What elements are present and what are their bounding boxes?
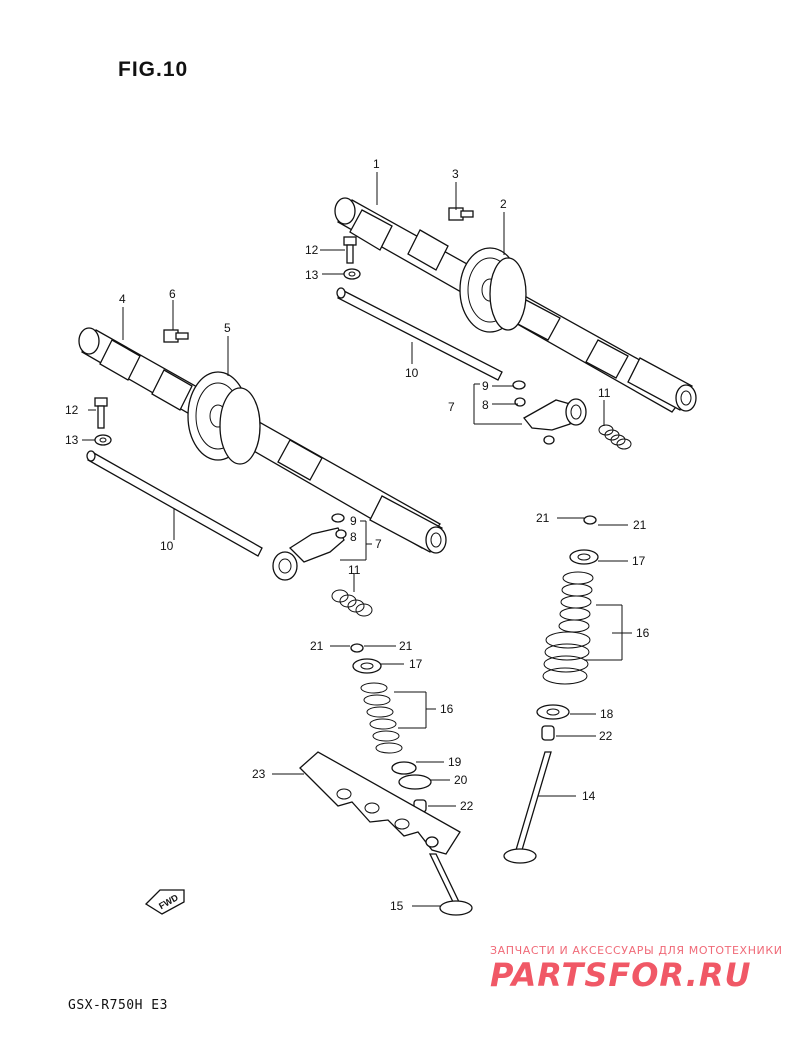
callout-16-right: 16	[636, 626, 650, 640]
callout-1: 1	[373, 157, 380, 171]
callout-11-upper: 11	[598, 386, 611, 400]
fig-title: FIG.10	[118, 58, 189, 81]
callout-17-right: 17	[632, 554, 646, 568]
callout-13-upper: 13	[305, 268, 319, 282]
callout-17-left: 17	[409, 657, 423, 671]
callout-20: 20	[454, 773, 468, 787]
callout-12-lower: 12	[65, 403, 79, 417]
callout-23: 23	[252, 767, 266, 781]
spring-11-lower	[331, 589, 373, 617]
callout-5: 5	[224, 321, 231, 335]
callout-2: 2	[500, 197, 507, 211]
cam-sprocket-lower	[187, 371, 261, 465]
callout-21-right-b: 21	[633, 518, 647, 532]
valve-train-right	[503, 515, 599, 864]
callout-9-upper: 9	[482, 379, 489, 393]
callouts: 1 2 3 4 5 6 7 8 9 10 11 12 13 7 8 9 10 1…	[65, 157, 650, 913]
callout-14: 14	[582, 789, 596, 803]
rocker-shaft-upper	[336, 287, 503, 381]
callout-7-upper: 7	[448, 400, 455, 414]
callout-13-lower: 13	[65, 433, 79, 447]
camshaft-lower	[78, 327, 447, 554]
bolt-12-upper	[343, 236, 361, 280]
cam-sprocket-upper	[459, 247, 527, 333]
callout-19: 19	[448, 755, 462, 769]
callout-22-right: 22	[599, 729, 613, 743]
bolt-6	[163, 329, 189, 343]
callout-21-left-a: 21	[310, 639, 324, 653]
callout-10-lower: 10	[160, 539, 174, 553]
callout-15: 15	[390, 899, 404, 913]
callout-16-left: 16	[440, 702, 454, 716]
callout-12-upper: 12	[305, 243, 319, 257]
spring-11-upper	[598, 424, 632, 450]
callout-8-upper: 8	[482, 398, 489, 412]
callout-3: 3	[452, 167, 459, 181]
callout-9-lower: 9	[350, 514, 357, 528]
rocker-shaft-lower	[86, 450, 263, 557]
callout-6: 6	[169, 287, 176, 301]
callout-22-left: 22	[460, 799, 474, 813]
fwd-arrow-icon: FWD	[144, 889, 185, 915]
valve-train-left	[350, 643, 432, 813]
callout-18: 18	[600, 707, 614, 721]
bolt-3	[448, 207, 474, 221]
watermark-logo: PARTSFOR.RU	[490, 956, 752, 994]
rocker-arm-lower	[272, 513, 347, 581]
bolt-12-lower	[94, 397, 112, 446]
model-label: GSX-R750H E3	[68, 998, 168, 1013]
callout-8-lower: 8	[350, 530, 357, 544]
callout-7-lower: 7	[375, 537, 382, 551]
callout-21-right-a: 21	[536, 511, 550, 525]
watermark-tagline: ЗАПЧАСТИ И АКСЕССУАРЫ ДЛЯ МОТОТЕХНИКИ	[490, 944, 783, 957]
rocker-arm-upper	[512, 380, 587, 445]
callout-21-left-b: 21	[399, 639, 413, 653]
valve-15	[428, 853, 473, 916]
callout-11-lower: 11	[348, 563, 361, 577]
leader-lines	[82, 172, 632, 907]
callout-4: 4	[119, 292, 126, 306]
plate-23	[299, 751, 461, 855]
callout-10-upper: 10	[405, 366, 419, 380]
